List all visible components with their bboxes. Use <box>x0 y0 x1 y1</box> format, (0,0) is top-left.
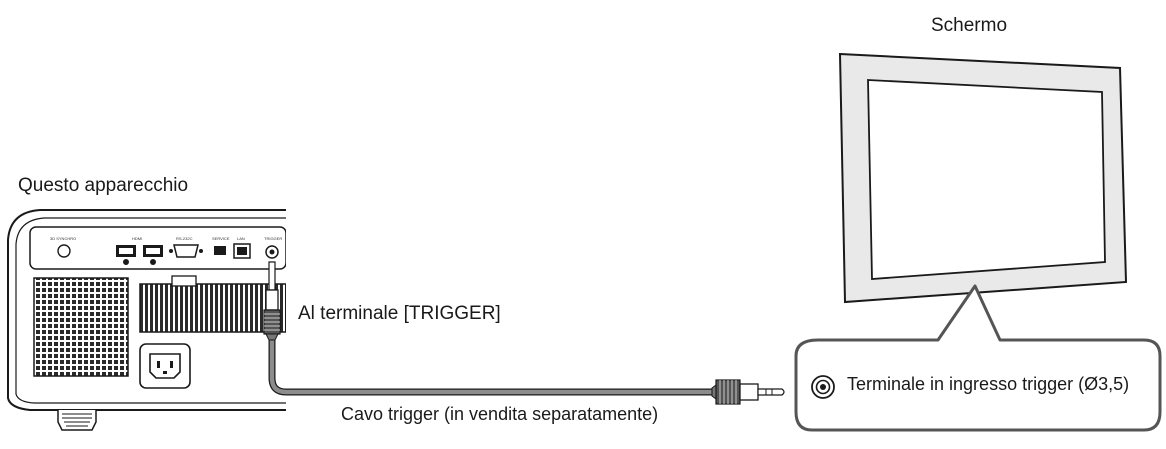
service-port-icon <box>214 246 226 255</box>
projector-foot <box>57 410 97 431</box>
screen-label: Schermo <box>931 15 1008 36</box>
screen-input-label: Terminale in ingresso trigger (Ø3,5) <box>847 374 1130 394</box>
plug-screen <box>711 379 785 405</box>
power-inlet-icon <box>139 343 191 389</box>
panel-label-service: SERVICE <box>212 236 230 241</box>
lan-port-icon <box>233 243 251 259</box>
vent-grill-left <box>33 277 129 377</box>
panel-label-hdmi: HDMI <box>132 236 142 241</box>
panel-label-rs232: RS-232C <box>176 236 193 241</box>
hdmi-ports-icon <box>116 245 163 265</box>
panel-label-synchro: 3D SYNCHRO <box>50 236 76 241</box>
vent-grill-right <box>139 283 286 333</box>
synchro-port-icon <box>57 244 71 258</box>
panel-label-trigger: TRIGGER <box>264 236 282 241</box>
trigger-input-jack-icon <box>811 375 835 399</box>
trigger-cable-label: Cavo trigger (in vendita separatamente) <box>341 404 659 424</box>
screen-illustration <box>838 52 1128 304</box>
trigger-terminal-label: Al terminale [TRIGGER] <box>298 303 501 324</box>
plug-projector <box>263 261 281 341</box>
device-label: Questo apparecchio <box>18 175 189 196</box>
screen-input-callout <box>794 284 1162 432</box>
trigger-cable <box>263 261 785 405</box>
panel-label-lan: LAN <box>237 236 245 241</box>
projector-illustration: 3D SYNCHRO HDMI RS-232C SERVICE LAN <box>7 209 286 431</box>
rs232-port-icon <box>169 244 203 258</box>
